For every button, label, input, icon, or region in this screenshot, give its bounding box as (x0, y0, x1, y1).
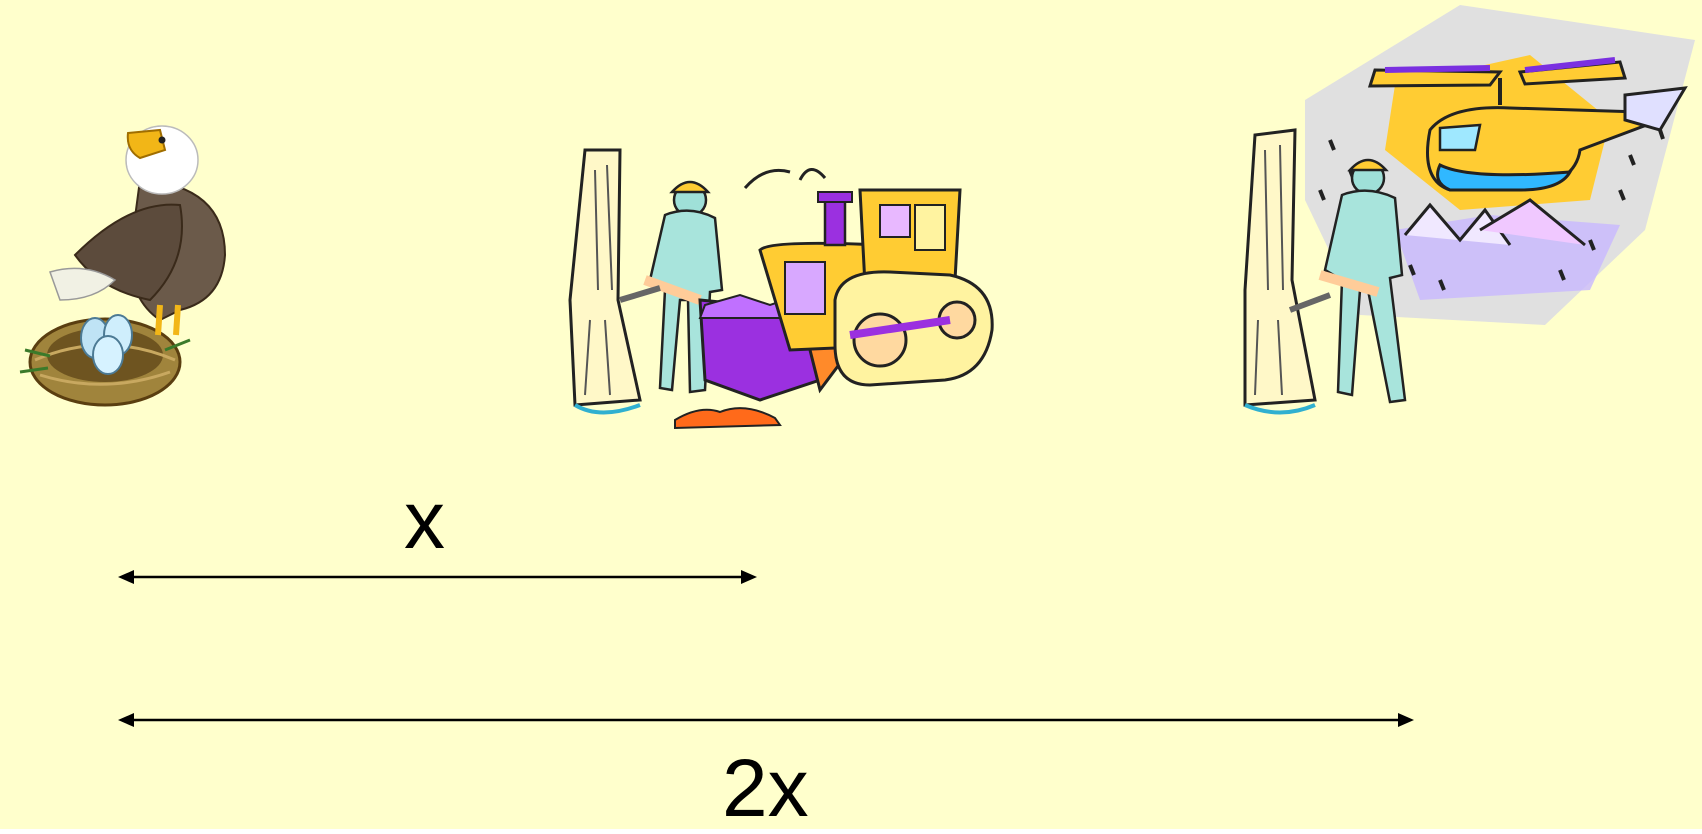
distance-label-x: x (404, 475, 445, 566)
distance-label-2x: 2x (722, 743, 809, 834)
distance-arrow-x (118, 570, 757, 584)
logger-and-helicopter-icon (1243, 5, 1695, 415)
logger-and-bulldozer-icon (568, 148, 994, 430)
distance-arrow-2x (118, 713, 1414, 727)
bald-eagle-on-nest-icon (19, 125, 227, 407)
